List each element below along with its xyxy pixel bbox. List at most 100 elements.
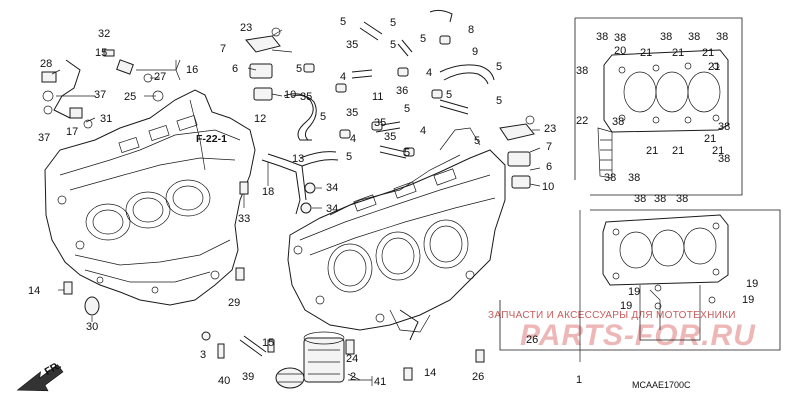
callout-32[interactable]: 32 [98,28,110,40]
callout-7a[interactable]: 7 [220,43,226,55]
callout-38f[interactable]: 38 [576,65,588,77]
callout-6a[interactable]: 6 [232,63,238,75]
upper-crankcase[interactable] [44,89,256,306]
callout-21d[interactable]: 21 [708,61,720,73]
callout-21c[interactable]: 21 [702,47,714,59]
callout-13[interactable]: 13 [292,153,304,165]
callout-38a[interactable]: 38 [596,31,608,43]
callout-19a[interactable]: 19 [746,278,758,290]
callout-38m[interactable]: 38 [676,193,688,205]
callout-11[interactable]: 11 [372,91,383,103]
callout-34a[interactable]: 34 [326,182,338,194]
callout-35d[interactable]: 35 [374,117,386,129]
callout-4c[interactable]: 4 [350,133,356,145]
callout-5a[interactable]: 5 [340,16,346,28]
callout-21f[interactable]: 21 [672,145,684,157]
callout-41[interactable]: 41 [374,376,386,388]
callout-14a[interactable]: 14 [28,285,40,297]
callout-28[interactable]: 28 [40,58,52,70]
callout-21b[interactable]: 21 [672,47,684,59]
callout-38e[interactable]: 38 [716,31,728,43]
callout-21g[interactable]: 21 [704,133,716,145]
callout-38c[interactable]: 38 [660,31,672,43]
callout-35b[interactable]: 35 [300,91,312,103]
callout-38g[interactable]: 38 [612,116,624,128]
callout-5i[interactable]: 5 [320,111,326,123]
callout-19b[interactable]: 19 [628,286,640,298]
callout-15b[interactable]: 15 [262,337,274,349]
callout-38j[interactable]: 38 [604,172,616,184]
callout-38h[interactable]: 38 [718,121,730,133]
callout-16[interactable]: 16 [186,64,198,76]
callout-5b[interactable]: 5 [390,17,396,29]
breather-hoses[interactable] [283,9,495,167]
callout-23a[interactable]: 23 [240,22,252,34]
callout-6b[interactable]: 6 [546,161,552,173]
callout-19d[interactable]: 19 [742,294,754,306]
callout-7b[interactable]: 7 [546,141,552,153]
callout-33[interactable]: 33 [238,213,250,225]
callout-38k[interactable]: 38 [634,193,646,205]
callout-12[interactable]: 12 [254,113,266,125]
callout-24[interactable]: 24 [346,353,358,365]
callout-5l[interactable]: 5 [346,151,352,163]
callout-1[interactable]: 1 [576,374,582,386]
callout-39[interactable]: 39 [242,371,254,383]
callout-30[interactable]: 30 [86,321,98,333]
callout-38l[interactable]: 38 [654,193,666,205]
callout-18[interactable]: 18 [262,186,274,198]
callout-19c[interactable]: 19 [620,300,632,312]
dowel-pins[interactable] [235,181,316,281]
callout-40[interactable]: 40 [218,375,230,387]
callout-37b[interactable]: 37 [38,132,50,144]
callout-37a[interactable]: 37 [94,89,106,101]
callout-26a[interactable]: 26 [472,371,484,383]
callout-5h[interactable]: 5 [496,95,502,107]
callout-23b[interactable]: 23 [544,123,556,135]
callout-21h[interactable]: 21 [712,145,724,157]
oil-pipe[interactable] [261,153,307,215]
callout-5k[interactable]: 5 [474,135,480,147]
callout-4b[interactable]: 4 [426,67,432,79]
drain-bolt[interactable] [63,281,100,316]
callout-5f[interactable]: 5 [296,63,302,75]
callout-5g[interactable]: 5 [446,89,452,101]
callout-5c[interactable]: 5 [390,39,396,51]
callout-34b[interactable]: 34 [326,203,338,215]
callout-15[interactable]: 15 [95,47,107,59]
section-reference[interactable]: F-22-1 [196,133,227,145]
callout-38d[interactable]: 38 [688,31,700,43]
callout-21a[interactable]: 21 [640,47,652,59]
callout-14b[interactable]: 14 [424,367,436,379]
callout-20[interactable]: 20 [614,45,626,57]
callout-36[interactable]: 36 [396,85,408,97]
callout-38b[interactable]: 38 [614,32,626,44]
callout-29[interactable]: 29 [228,297,240,309]
callout-22[interactable]: 22 [576,115,588,127]
callout-10b[interactable]: 10 [542,181,554,193]
lower-crankcase[interactable] [287,127,506,333]
callout-10a[interactable]: 10 [284,89,296,101]
callout-35e[interactable]: 35 [384,131,396,143]
callout-5m[interactable]: 5 [404,147,410,159]
callout-5e[interactable]: 5 [496,61,502,73]
callout-31[interactable]: 31 [100,113,112,125]
callout-21e[interactable]: 21 [646,145,658,157]
callout-26b[interactable]: 26 [526,334,538,346]
callout-5j[interactable]: 5 [404,103,410,115]
cylinder-gasket-upper[interactable] [597,49,729,179]
callout-38n[interactable]: 38 [628,172,640,184]
callout-27[interactable]: 27 [154,71,166,83]
callout-8[interactable]: 8 [468,24,474,36]
callout-2[interactable]: 2 [350,371,356,383]
sensor-assembly[interactable] [41,59,93,129]
callout-5d[interactable]: 5 [420,33,426,45]
callout-17[interactable]: 17 [66,126,78,138]
callout-9[interactable]: 9 [472,46,478,58]
cylinder-gasket-lower[interactable] [602,214,729,341]
callout-3[interactable]: 3 [200,349,206,361]
callout-4a[interactable]: 4 [340,71,346,83]
callout-4d[interactable]: 4 [420,125,426,137]
callout-35c[interactable]: 35 [346,107,358,119]
callout-35a[interactable]: 35 [346,39,358,51]
